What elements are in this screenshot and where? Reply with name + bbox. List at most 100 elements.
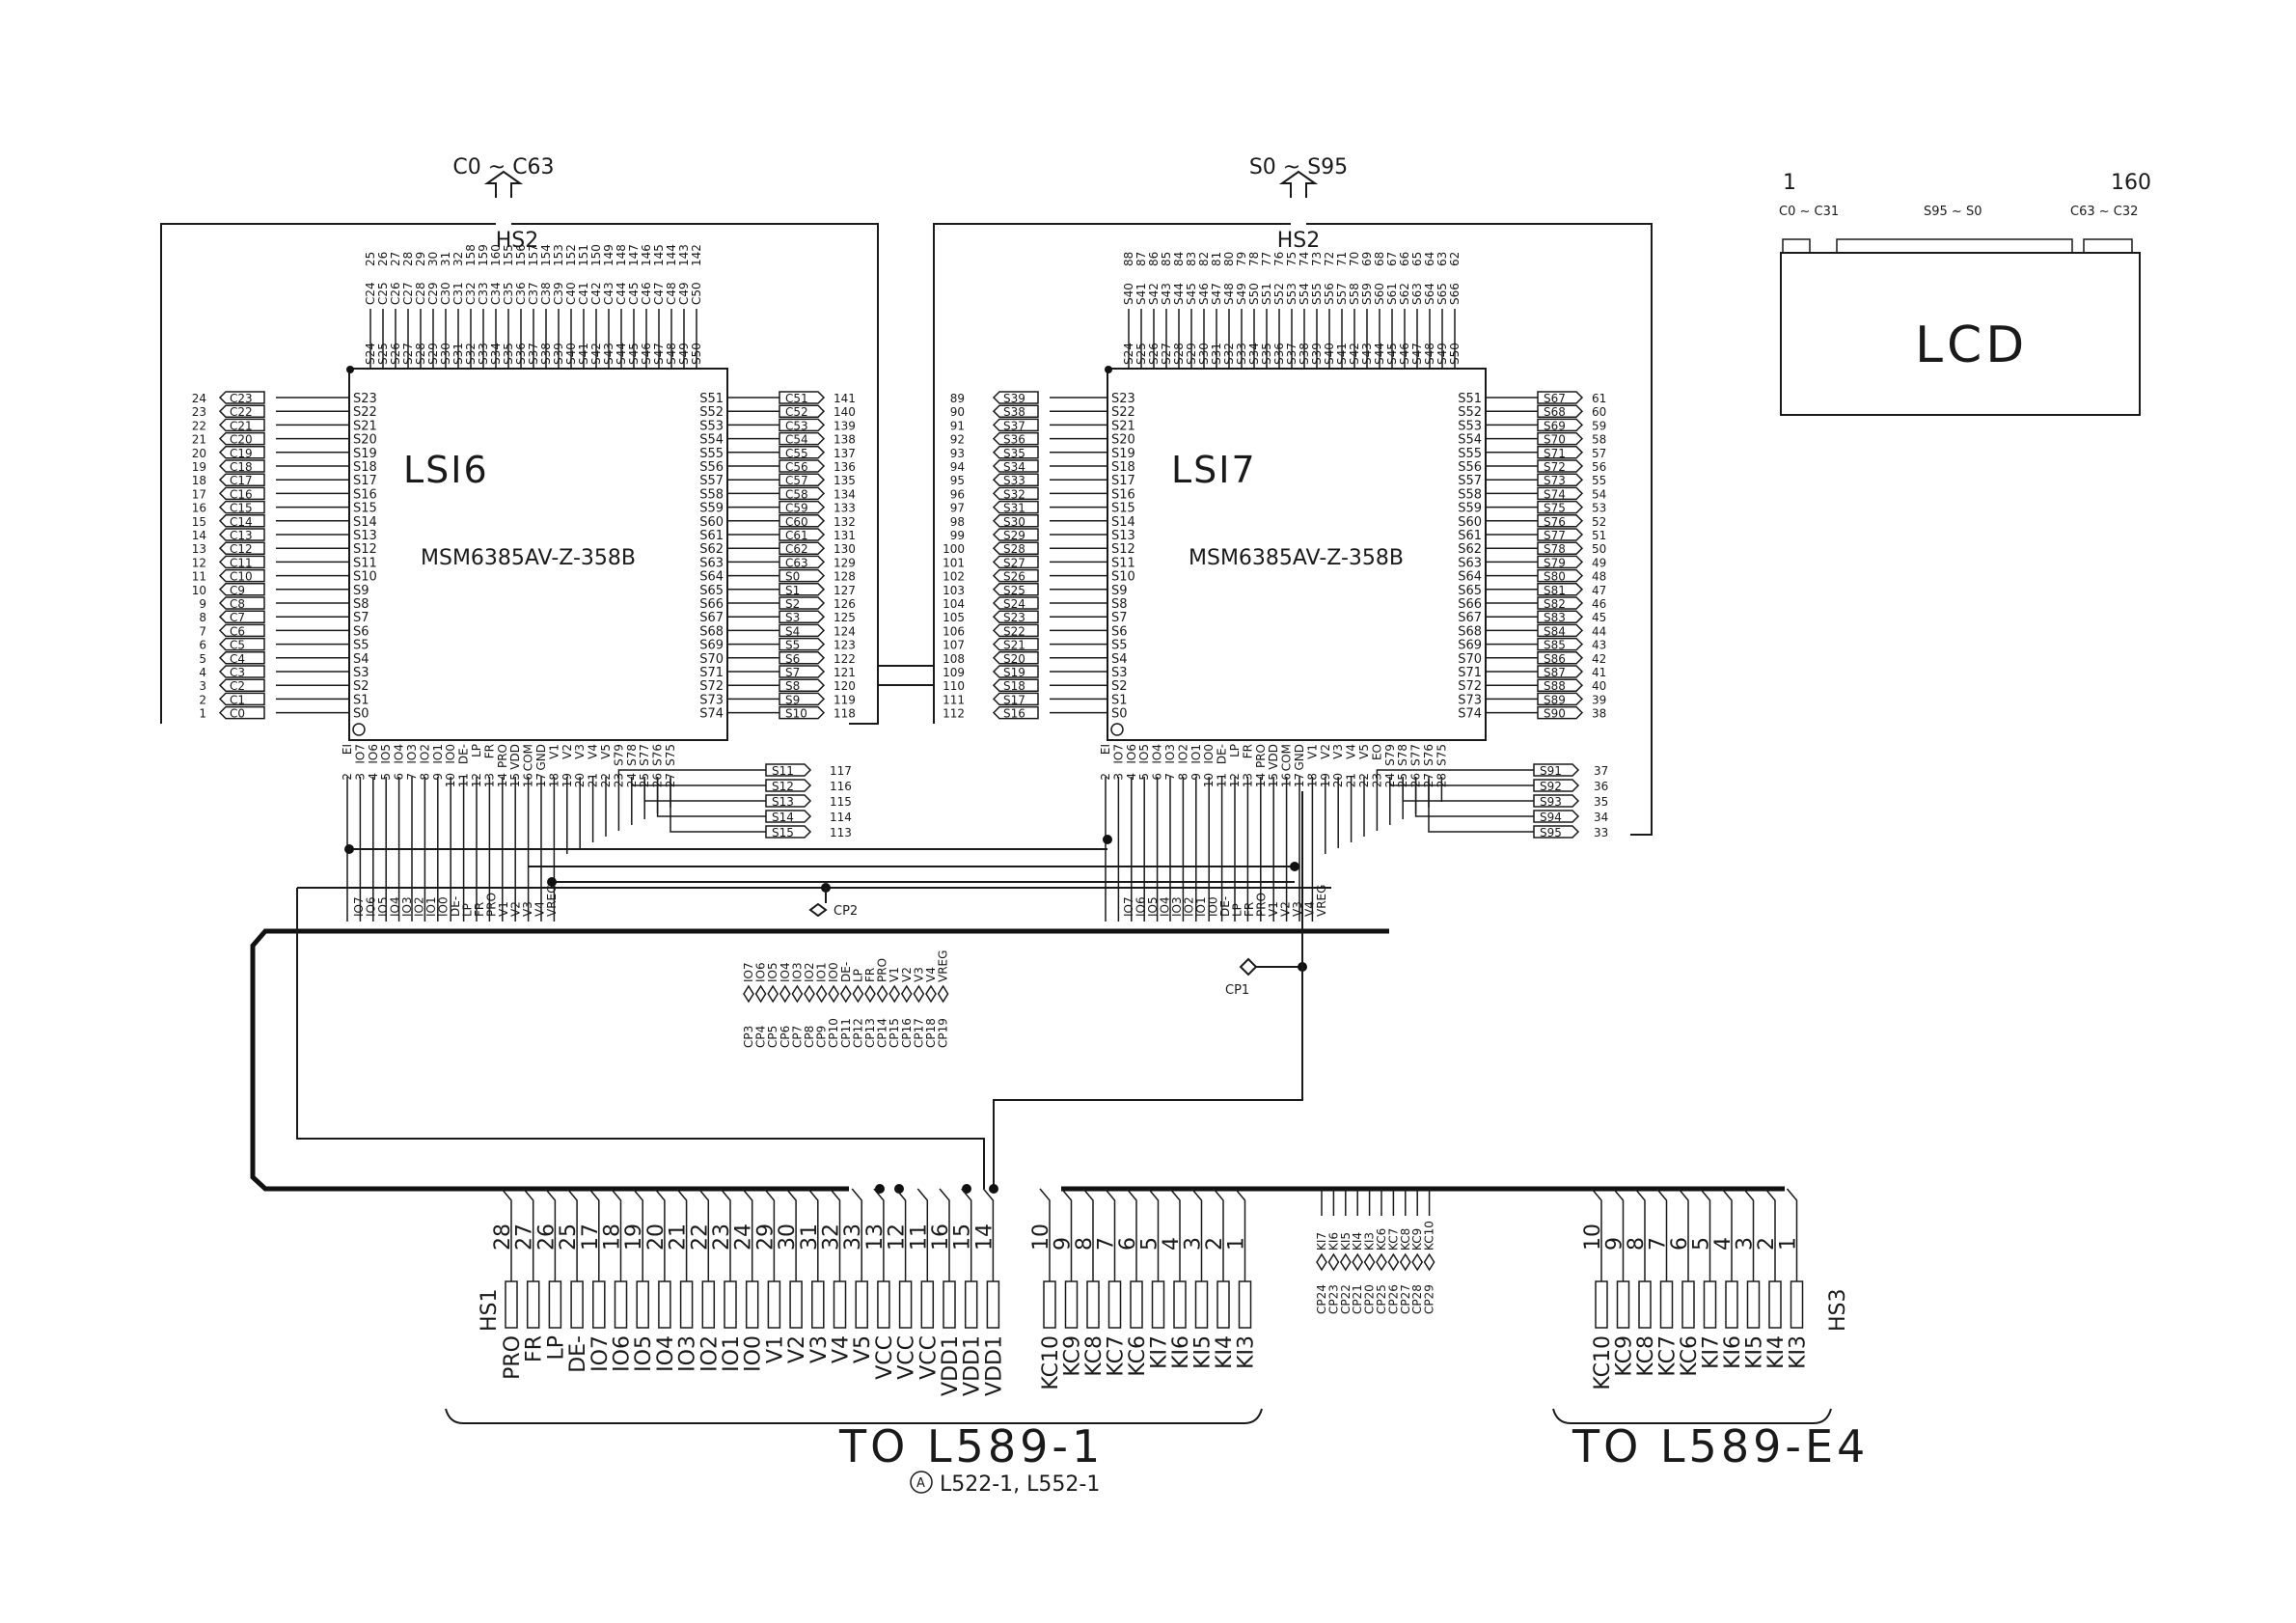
pin-number: 2 — [199, 693, 206, 706]
hs1-wire — [654, 1188, 666, 1281]
pin-label: S71 — [699, 666, 724, 680]
signal-flag — [1537, 678, 1584, 692]
signal-flag — [779, 623, 826, 638]
pin-number: 118 — [834, 707, 856, 721]
signal-flag — [992, 568, 1039, 583]
hs3-wire — [1655, 1188, 1668, 1281]
pin-label: S69 — [1458, 639, 1482, 653]
pin-label: S15 — [1111, 502, 1135, 516]
hs3-contact — [1725, 1280, 1738, 1329]
signal-flag — [765, 779, 812, 792]
signal-flag — [992, 418, 1039, 432]
kb-label: CP23 — [1326, 1284, 1340, 1314]
cp-pad — [888, 984, 901, 1004]
signal-flag — [218, 404, 265, 418]
pin-number: 150 — [589, 244, 603, 266]
pin-label: S9 — [1111, 584, 1128, 598]
bus-label: IO3 — [400, 896, 414, 917]
pin-label: S61 — [1458, 529, 1482, 543]
hs1-pin-number: 8 — [1073, 1237, 1097, 1251]
kb-label: CP26 — [1386, 1284, 1400, 1314]
signal-flag — [779, 678, 826, 692]
pin-number: 128 — [834, 570, 856, 584]
pin-number: 97 — [950, 502, 965, 515]
pin-number: 67 — [1385, 252, 1399, 266]
signal-flag — [1537, 391, 1584, 404]
cp-signal: V2 — [900, 967, 914, 982]
pin-number: 85 — [1160, 252, 1173, 266]
pin-label: S10 — [1111, 570, 1135, 585]
hs3-pin-number: 7 — [1647, 1237, 1671, 1251]
pin-number: 30 — [426, 252, 440, 266]
pin-number: 93 — [950, 447, 965, 460]
hs1-pin-number: 2 — [1203, 1237, 1227, 1251]
cp-label: CP4 — [754, 1026, 768, 1048]
signal-label: S44 — [1172, 283, 1186, 305]
pin-label: S54 — [1458, 433, 1482, 448]
pin-label: S23 — [353, 392, 377, 406]
pin-label: VDD — [508, 744, 522, 770]
hs3-signal: KC6 — [1678, 1335, 1702, 1377]
pin-number: 159 — [477, 244, 490, 266]
pin-label: S55 — [699, 447, 724, 461]
pin-label: IO5 — [1137, 744, 1151, 764]
pin-number: 37 — [1594, 764, 1608, 778]
cp-signal: IO4 — [779, 962, 792, 982]
hs1-contact — [1194, 1280, 1209, 1329]
pin-label: S76 — [651, 744, 665, 766]
signal-flag — [218, 583, 265, 596]
pin-label: S61 — [699, 529, 724, 543]
hs1-contact — [636, 1280, 649, 1329]
pin-number: 66 — [1398, 252, 1411, 266]
hs1-wire — [1147, 1188, 1160, 1281]
signal-label: C26 — [389, 282, 402, 305]
signal-label: S33 — [1003, 474, 1025, 487]
pin-number: 6 — [1151, 773, 1164, 781]
signal-label: S18 — [1003, 679, 1025, 693]
pin-label: LP — [470, 744, 483, 757]
bus-label: V3 — [521, 901, 534, 917]
kb-signal: KI4 — [1351, 1232, 1364, 1251]
signal-label: S21 — [1003, 639, 1025, 652]
pin-number: 14 — [192, 529, 206, 542]
signal-label: S27 — [1003, 556, 1025, 569]
hs1-contact — [855, 1280, 868, 1329]
bus-label: IO2 — [413, 896, 426, 917]
lsi7-left-pins: S23S3989S22S3890S21S3791S20S3692S19S3593… — [943, 391, 1135, 722]
pin-number: 7 — [405, 773, 419, 781]
signal-flag — [779, 528, 826, 541]
pin-label: S77 — [1409, 744, 1423, 766]
kb-pad — [1423, 1252, 1435, 1272]
lsi6-pin1-mark — [346, 366, 354, 373]
pin-number: 2 — [1099, 773, 1112, 781]
pin-label: S74 — [699, 707, 724, 722]
pin-label: S16 — [1111, 487, 1135, 502]
hs1-signal: FR — [523, 1335, 547, 1362]
pin-number: 86 — [1147, 252, 1161, 266]
signal-label: S92 — [1540, 780, 1562, 793]
pin-number: 15 — [192, 515, 206, 529]
hs1-signal: IO5 — [632, 1335, 656, 1372]
signal-label: S86 — [1544, 652, 1566, 666]
hs1-wire — [873, 1188, 885, 1281]
signal-flag — [218, 596, 265, 610]
hs1-signal: KI5 — [1191, 1335, 1216, 1369]
pin-label: S5 — [353, 639, 369, 653]
hs1-pin-number: 13 — [863, 1224, 888, 1251]
signal-label: C43 — [602, 282, 615, 305]
signal-label: S5 — [785, 639, 800, 652]
pin-label: S52 — [699, 405, 724, 420]
hs1-wire — [807, 1188, 819, 1281]
signal-flag — [992, 541, 1039, 555]
cp2-label: CP2 — [834, 904, 858, 919]
lsi6-bus-header: C0 ~ C63 HS2 — [160, 155, 879, 725]
signal-label: C33 — [477, 282, 490, 305]
pin-label: V5 — [599, 744, 613, 759]
pin-label: S76 — [1422, 744, 1435, 766]
lsi7-orient-mark — [1110, 723, 1124, 736]
cp-signal: V4 — [924, 967, 938, 982]
hs1-wire — [501, 1188, 512, 1281]
pin-number: 32 — [451, 252, 465, 266]
pin-number: 59 — [1592, 419, 1606, 432]
signal-flag — [1537, 486, 1584, 501]
